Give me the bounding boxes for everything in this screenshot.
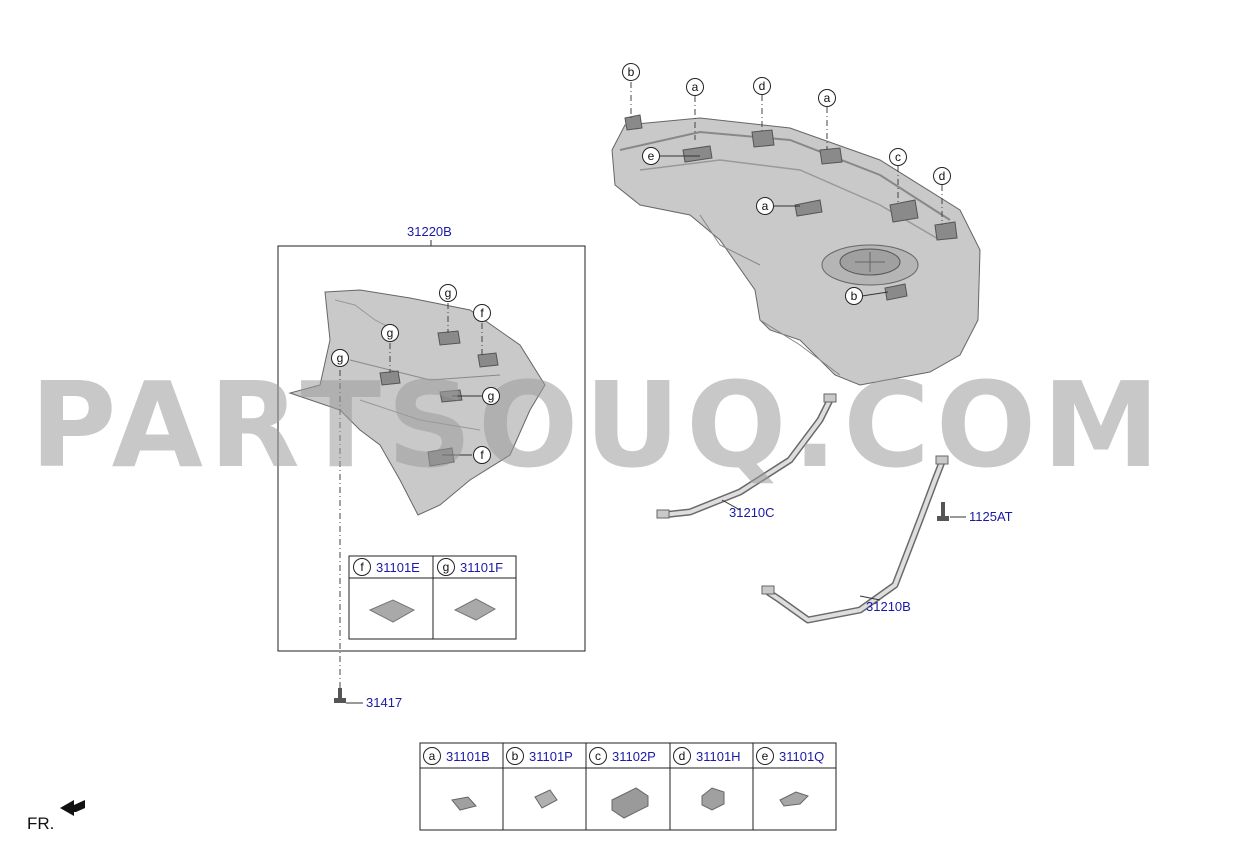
shield-callout-f: f [473, 304, 491, 322]
callout-letter: b [512, 749, 519, 763]
shield-pad-table [348, 555, 517, 640]
callout-letter: g [387, 326, 394, 340]
tank-callout-d: d [753, 77, 771, 95]
tank-callout-d: d [933, 167, 951, 185]
bolt-1125AT-icon [937, 502, 949, 521]
part-label-31220B[interactable]: 31220B [407, 224, 452, 239]
shield-table-part-31101E[interactable]: 31101E [376, 560, 420, 575]
callout-letter: e [762, 749, 769, 763]
callout-letter: b [628, 65, 635, 79]
callout-letter: e [648, 149, 655, 163]
tank-callout-leaders [630, 82, 943, 297]
front-label: FR. [27, 814, 54, 833]
callout-letter: g [445, 286, 452, 300]
pad-table-part-31102P[interactable]: 31102P [612, 749, 656, 764]
pad-table [419, 742, 837, 831]
callout-letter: f [360, 560, 364, 574]
tank-callout-a: a [756, 197, 774, 215]
pad-table-part-31101Q[interactable]: 31101Q [779, 749, 824, 764]
callout-letter: c [895, 150, 901, 164]
pad-table-letter-d: d [673, 747, 691, 765]
callout-letter: g [443, 560, 450, 574]
callout-letter: g [488, 389, 495, 403]
callout-letter: d [759, 79, 766, 93]
bolt-31417-icon [334, 688, 346, 703]
pad-table-part-31101P[interactable]: 31101P [529, 749, 573, 764]
part-label-31210B[interactable]: 31210B [866, 599, 911, 614]
shield-callout-g: g [331, 349, 349, 367]
leader-31210B [859, 595, 881, 601]
pad-table-letter-e: e [756, 747, 774, 765]
tank-callout-b: b [845, 287, 863, 305]
callout-letter: f [480, 448, 484, 462]
tank-callout-b: b [622, 63, 640, 81]
callout-letter: c [595, 749, 601, 763]
callout-letter: d [679, 749, 686, 763]
callout-letter: g [337, 351, 344, 365]
shield-callout-g: g [482, 387, 500, 405]
strap-31210B-illustration [761, 455, 949, 624]
tank-callout-a: a [818, 89, 836, 107]
leader-31210C [721, 499, 741, 511]
callout-letter: a [824, 91, 831, 105]
part-label-31417[interactable]: 31417 [366, 695, 402, 710]
pad-table-part-31101B[interactable]: 31101B [446, 749, 490, 764]
pad-table-part-31101H[interactable]: 31101H [696, 749, 741, 764]
tank-callout-a: a [686, 78, 704, 96]
strap-31210C-illustration [656, 393, 837, 519]
callout-letter: d [939, 169, 946, 183]
callout-letter: f [480, 306, 484, 320]
watermark: PARTSOUQ.COM [30, 356, 1166, 494]
tank-callout-c: c [889, 148, 907, 166]
callout-letter: a [762, 199, 769, 213]
part-label-1125AT[interactable]: 1125AT [969, 509, 1013, 524]
tank-callout-e: e [642, 147, 660, 165]
shield-callout-f: f [473, 446, 491, 464]
callout-letter: b [851, 289, 858, 303]
pad-table-letter-c: c [589, 747, 607, 765]
part-label-31210C[interactable]: 31210C [729, 505, 775, 520]
shield-callout-leaders [389, 303, 483, 456]
fuel-tank-illustration [611, 114, 981, 386]
front-direction-arrow-icon [60, 800, 85, 816]
shield-table-part-31101F[interactable]: 31101F [460, 560, 503, 575]
callout-letter: a [429, 749, 436, 763]
shield-table-letter-f: f [353, 558, 371, 576]
shield-callout-g: g [439, 284, 457, 302]
shield-callout-g: g [381, 324, 399, 342]
pad-table-letter-a: a [423, 747, 441, 765]
pad-table-letter-b: b [506, 747, 524, 765]
shield-table-letter-g: g [437, 558, 455, 576]
callout-letter: a [692, 80, 699, 94]
